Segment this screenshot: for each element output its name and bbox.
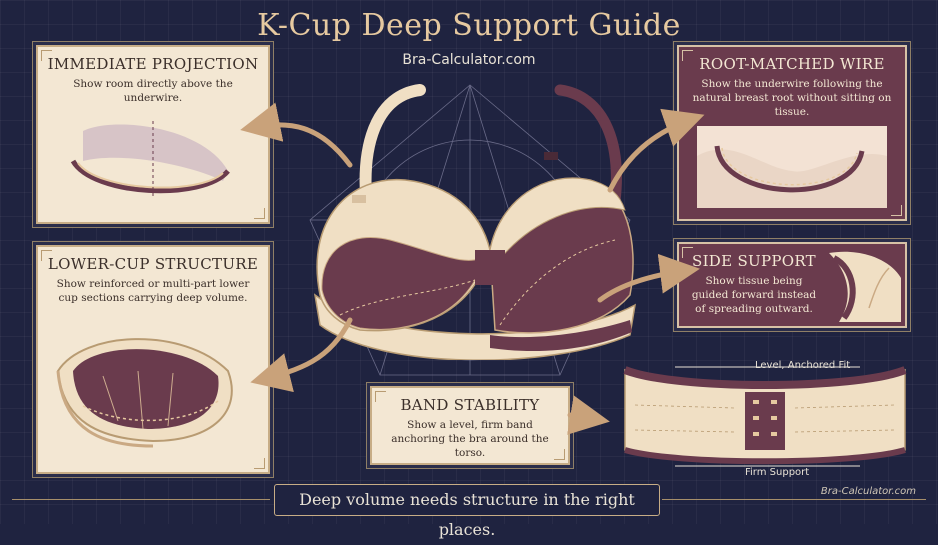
corner-ornament [254, 458, 265, 469]
wire-illustration [697, 125, 887, 208]
panel-title: LOWER-CUP STRUCTURE [47, 255, 259, 273]
corner-ornament [891, 205, 902, 216]
corner-ornament [554, 449, 565, 460]
panel-immediate-projection: IMMEDIATE PROJECTION Show room directly … [36, 45, 270, 224]
panel-title: BAND STABILITY [400, 396, 540, 414]
band-callout-bottom: Firm Support [745, 467, 810, 478]
band-illustration [623, 366, 907, 467]
arrow-immediate-projection [240, 102, 353, 168]
panel-description: Show room directly above the underwire. [73, 78, 233, 105]
panel-band-stability: BAND STABILITY Show a level, firm band a… [370, 386, 570, 465]
projection-illustration [70, 121, 230, 197]
panel-lower-cup-structure: LOWER-CUP STRUCTURE Show reinforced or m… [36, 245, 270, 474]
panel-description: Show the underwire following the natural… [692, 78, 892, 119]
panel-root-matched-wire: ROOT-MATCHED WIRE Show the underwire fol… [677, 45, 907, 221]
footer-brand: Bra-Calculator.com [820, 486, 916, 497]
panel-description: Show tissue being guided forward instead… [691, 275, 817, 316]
corner-ornament [682, 247, 693, 258]
panel-title: IMMEDIATE PROJECTION [47, 55, 259, 73]
footer-rule-right [662, 499, 926, 500]
side-support-illustration [829, 251, 901, 322]
lower-cup-illustration [56, 338, 233, 448]
corner-ornament [682, 50, 693, 61]
footer-rule-left [12, 499, 270, 500]
arrow-lower-cup-structure [250, 317, 353, 393]
corner-ornament [254, 208, 265, 219]
arrow-root-matched-wire [607, 108, 705, 193]
connector-arrows [240, 102, 705, 435]
corner-ornament [41, 250, 52, 261]
page-title: K-Cup Deep Support Guide [257, 8, 681, 43]
band-callout-top: Level, Anchored Fit [755, 360, 851, 371]
footer-tagline: Deep volume needs structure in the right… [274, 484, 660, 539]
corner-ornament [375, 391, 386, 402]
panel-title: SIDE SUPPORT [692, 252, 816, 270]
panel-description: Show a level, firm band anchoring the br… [391, 419, 549, 460]
corner-ornament [41, 50, 52, 61]
panel-title: ROOT-MATCHED WIRE [699, 55, 885, 73]
page-subtitle: Bra-Calculator.com [402, 52, 536, 68]
panel-description: Show reinforced or multi-part lower cup … [56, 278, 250, 305]
arrow-side-support [597, 253, 700, 303]
arrow-band-stability [567, 395, 610, 435]
panel-side-support: SIDE SUPPORT Show tissue being guided fo… [677, 242, 907, 328]
bra-illustration [313, 84, 636, 360]
